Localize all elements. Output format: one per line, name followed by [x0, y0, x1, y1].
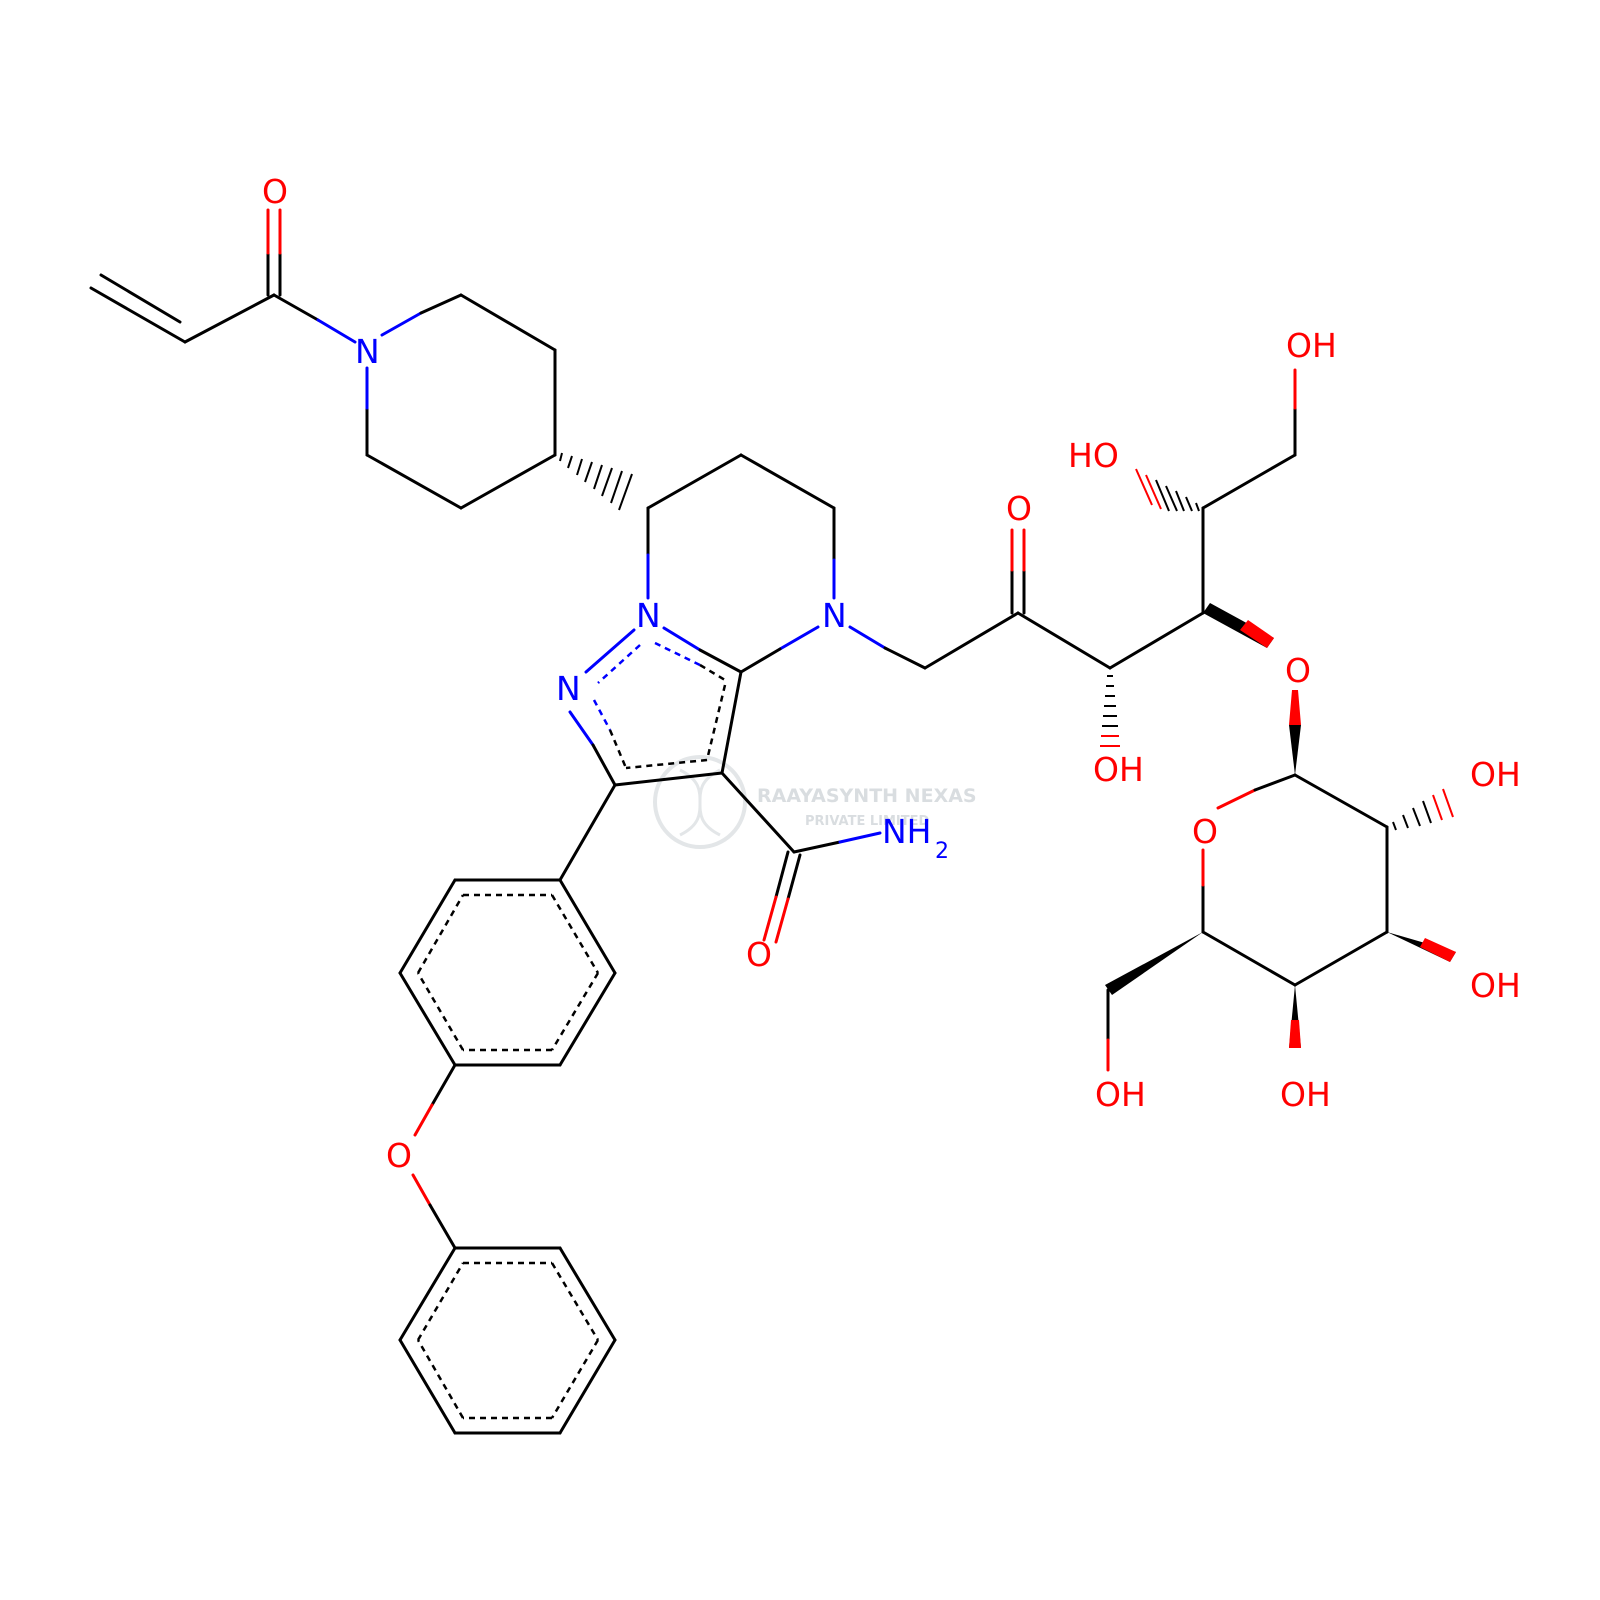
atom-label-n: N [822, 596, 847, 635]
atom-label-oh: OH [1280, 1075, 1331, 1114]
tetrahydro-ring [646, 453, 836, 674]
watermark-line2: PRIVATE LIMITED [805, 814, 930, 829]
atom-label-o: O [386, 1136, 412, 1175]
stereo-hash-c2 [1392, 788, 1454, 831]
atom-label-o: O [1192, 812, 1218, 851]
atom-label-n: N [636, 596, 661, 635]
stereo-wedge-c5 [1105, 932, 1203, 995]
phenyl-ring-1 [398, 783, 617, 1067]
phenyl-ring-2 [398, 1246, 617, 1435]
atom-label-o: O [746, 935, 772, 974]
atom-label-subscript: 2 [935, 839, 949, 864]
atom-label-nh: NH [882, 812, 932, 851]
atom-label-n: N [355, 332, 380, 371]
stereo-hash-bond [559, 452, 633, 511]
piperidine-ring [365, 293, 557, 510]
stereo-hash-bonds-chain [1100, 675, 1120, 747]
watermark-logo-icon [653, 755, 747, 849]
atom-label-oh: OH [1095, 1075, 1146, 1114]
watermark: RAAYASYNTH NEXAS PRIVATE LIMITED [653, 755, 977, 849]
atom-label-o: O [1285, 651, 1311, 690]
atom-labels: O N N N N NH 2 O O O OH HO OH O OH O OH … [262, 172, 1521, 1175]
acryloyl-group [89, 208, 357, 344]
atom-label-o: O [262, 172, 288, 211]
atom-label-ho: HO [1068, 436, 1119, 475]
atom-label-oh: OH [1470, 966, 1521, 1005]
atom-label-o: O [1006, 489, 1032, 528]
atom-label-oh: OH [1093, 750, 1144, 789]
carboxamide-group [720, 771, 882, 944]
ketose-chain [848, 368, 1297, 670]
atom-label-oh: OH [1286, 326, 1337, 365]
pyranose-ring [1201, 773, 1389, 987]
atom-label-n: N [556, 669, 581, 708]
pyrazole-ring [568, 626, 743, 787]
stereo-hash-bonds-ho [1135, 468, 1200, 512]
stereo-wedge-glycosidic [1289, 725, 1301, 775]
ether-linkage [411, 1063, 457, 1250]
atom-label-oh: OH [1470, 755, 1521, 794]
watermark-line1: RAAYASYNTH NEXAS [757, 785, 977, 807]
